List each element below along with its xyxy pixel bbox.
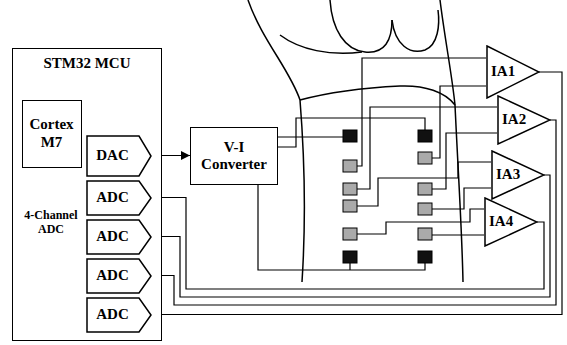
current-wire (276, 118, 425, 147)
channel-label: 4-Channel ADC (18, 208, 84, 237)
block-outline (87, 136, 151, 176)
signal-arrow (151, 198, 545, 290)
sense-electrode (418, 203, 432, 215)
sense-electrode (343, 228, 357, 240)
wrist-outline (300, 86, 455, 105)
block-outline (87, 181, 151, 215)
triangle-outline (487, 46, 539, 98)
sense-electrode (343, 183, 357, 195)
node-label: ADC (96, 267, 129, 284)
node-label: IA1 (491, 63, 515, 80)
sense-wire (432, 133, 497, 189)
sense-wire (432, 234, 484, 235)
triangle-outline (485, 198, 537, 246)
node-label: STM32 MCU (43, 55, 130, 72)
sense-wire (432, 86, 486, 158)
wires (258, 58, 497, 270)
core-box: Cortex M7 (22, 100, 82, 168)
sense-electrode (418, 228, 432, 240)
current-electrode (418, 251, 432, 263)
amplifier-triangle: IA4 (484, 197, 538, 247)
signal-arrow (151, 175, 551, 297)
current-wire (276, 136, 343, 137)
amplifier-triangle: IA2 (497, 95, 551, 145)
node-label: IA4 (489, 213, 513, 230)
amplifier-triangle: IA1 (486, 45, 540, 99)
arm-edge (440, 0, 463, 282)
sense-wire (357, 107, 497, 189)
sense-wire (432, 188, 491, 209)
sense-electrode (343, 160, 357, 172)
triangle-outline (492, 151, 544, 199)
mcu-box: STM32 MCU Cortex M7 DAC ADC ADC ADC ADC (12, 48, 162, 341)
node-label: ADC (96, 228, 129, 245)
current-electrode (343, 251, 357, 263)
arm-outline (248, 0, 463, 282)
adc-block: ADC (86, 219, 152, 255)
adc-block: ADC (86, 180, 152, 216)
finger-outline (330, 0, 392, 52)
sense-wire (357, 58, 486, 166)
current-electrode (418, 130, 432, 142)
current-electrode (343, 130, 357, 142)
node-label: ADC (96, 189, 129, 206)
block-outline (87, 220, 151, 254)
signal-arrow (151, 120, 557, 305)
adc-block: ADC (86, 258, 152, 294)
node-label: DAC (96, 147, 129, 164)
current-wire (258, 185, 425, 270)
block-outline (87, 259, 151, 293)
amplifier-triangle: IA3 (491, 150, 545, 200)
thumb-outline (280, 35, 362, 53)
sense-wire (357, 162, 491, 206)
node-label: Cortex M7 (26, 116, 78, 151)
sense-electrode (343, 200, 357, 212)
electrodes (343, 130, 432, 263)
adc-block: ADC (86, 297, 152, 333)
converter-box: V-I Converter (190, 127, 278, 185)
sense-electrode (418, 152, 432, 164)
node-label: IA2 (502, 111, 526, 128)
dac-block: DAC (86, 135, 152, 177)
node-label: ADC (96, 306, 129, 323)
block-outline (87, 298, 151, 332)
sense-electrode (418, 183, 432, 195)
node-label: V-I Converter (194, 139, 274, 174)
finger-outline (392, 10, 439, 51)
node-label: IA3 (496, 166, 520, 183)
triangle-outline (498, 96, 550, 144)
current-wire (349, 263, 350, 270)
signal-arrow (151, 72, 563, 315)
